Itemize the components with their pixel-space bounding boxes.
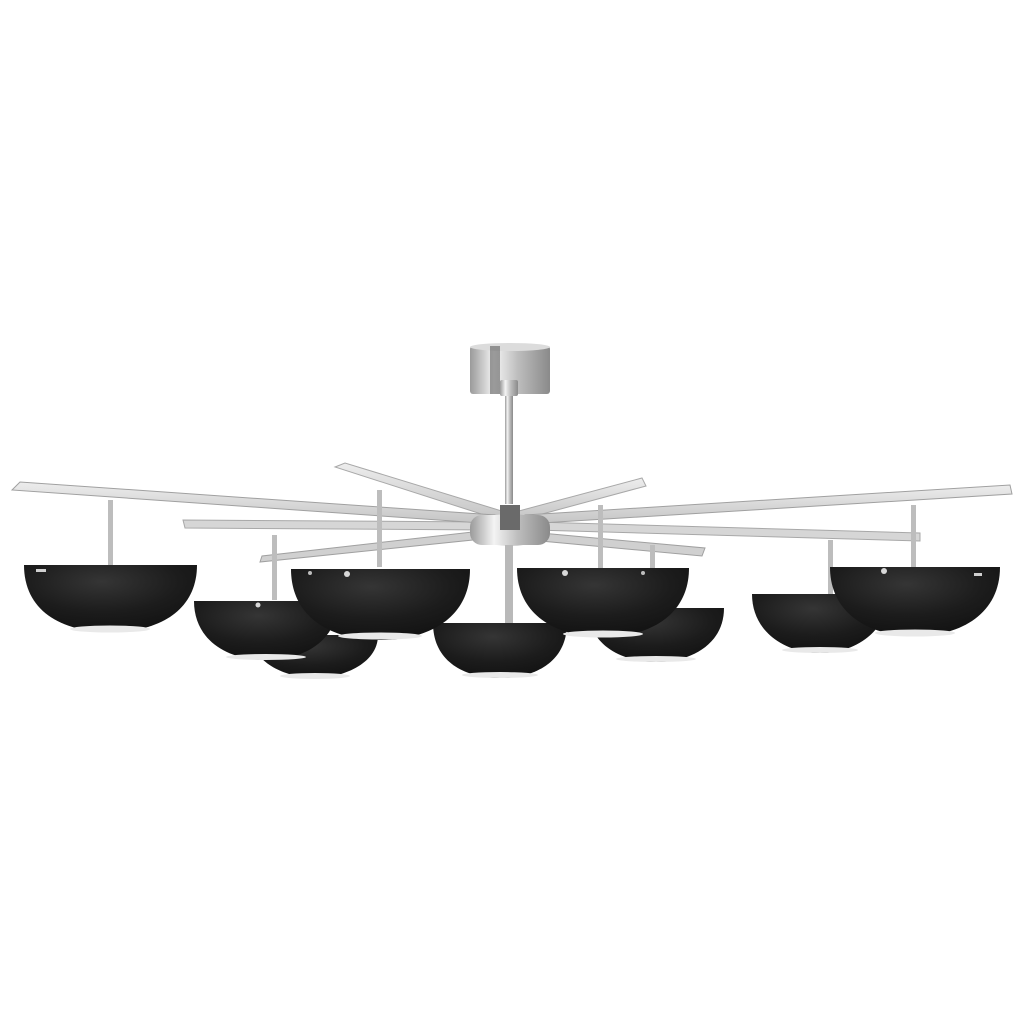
ceiling-canopy	[470, 343, 550, 394]
shade-front-left-low	[194, 601, 338, 660]
arm-front-left	[259, 529, 493, 563]
shades	[24, 565, 1000, 679]
shade-front-center-right	[517, 568, 689, 638]
shade-front-center-left	[291, 569, 470, 640]
arm-front-right	[529, 531, 706, 557]
shade-far-left	[24, 565, 197, 633]
arm-mid-left	[182, 519, 491, 531]
down-rod	[500, 380, 518, 504]
center-stem	[505, 545, 513, 623]
shade-center-bottom	[433, 623, 567, 678]
central-hub	[470, 505, 550, 623]
shade-far-right	[830, 567, 1000, 637]
